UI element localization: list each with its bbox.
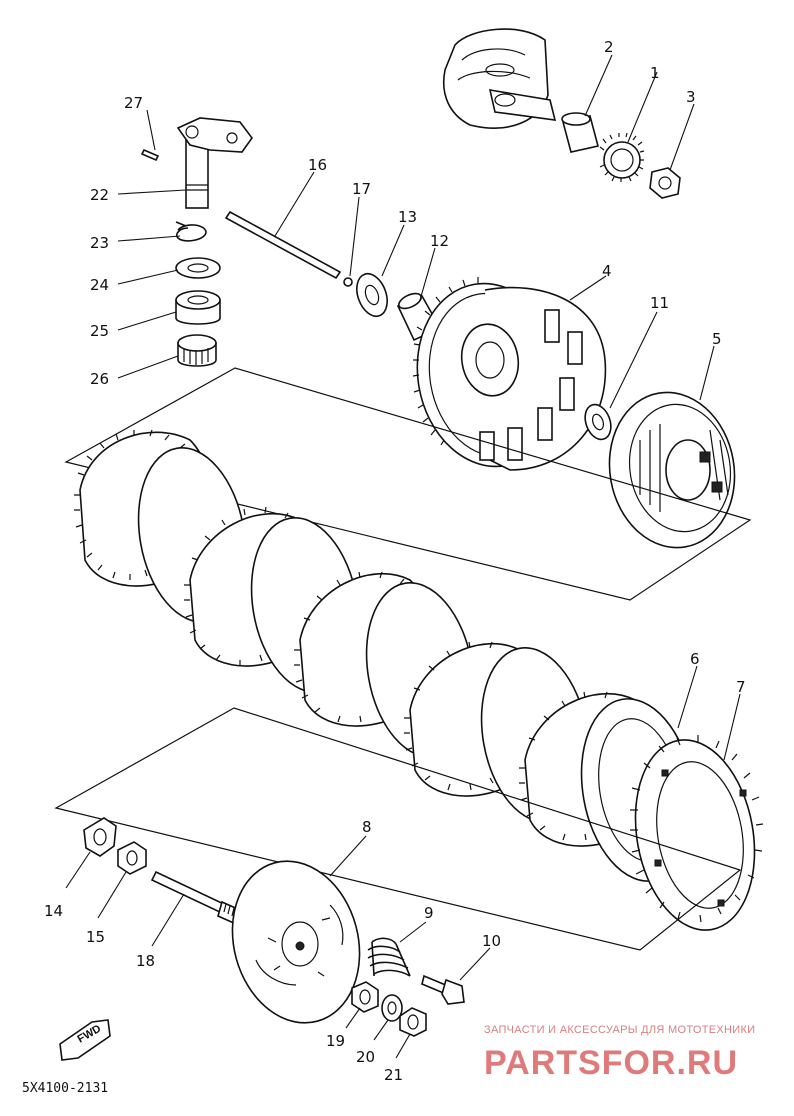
callout-10: 10 (482, 932, 501, 950)
watermark: ЗАПЧАСТИ И АКСЕССУАРЫ ДЛЯ МОТОТЕХНИКИ PA… (484, 1024, 755, 1082)
callout-1: 1 (650, 64, 660, 82)
callout-4: 4 (602, 262, 612, 280)
drawing-code: 5X4100-2131 (22, 1081, 108, 1096)
part-25-bearing (175, 290, 221, 325)
part-16-push-rod (224, 210, 342, 280)
callout-22: 22 (90, 186, 109, 204)
part-19-nut (351, 981, 379, 1013)
part-22-push-lever-shaft (176, 117, 253, 209)
callout-15: 15 (86, 928, 105, 946)
part-24-oil-seal (175, 257, 221, 279)
part-21-nut (399, 1007, 427, 1037)
callout-3: 3 (686, 88, 696, 106)
callout-24: 24 (90, 276, 109, 294)
part-5-clutch-boss (608, 391, 736, 549)
callout-5: 5 (712, 330, 722, 348)
leader-lines (65, 54, 741, 1059)
callout-14: 14 (44, 902, 63, 920)
callout-2: 2 (604, 38, 614, 56)
lower-box-outline (54, 707, 742, 951)
fwd-arrow-icon: FWD (59, 1019, 111, 1061)
callout-13: 13 (398, 208, 417, 226)
callout-6: 6 (690, 650, 700, 668)
callout-18: 18 (136, 952, 155, 970)
part-4-clutch-housing (412, 277, 607, 471)
part-14-lock-washer (83, 817, 117, 857)
callout-17: 17 (352, 180, 371, 198)
part-15-nut (117, 841, 147, 875)
callout-21: 21 (384, 1066, 403, 1084)
part-11-thrust-washer (584, 403, 612, 441)
part-3-nut (649, 167, 681, 199)
part-17-ball (343, 277, 353, 287)
part-1-small-gear (599, 132, 645, 182)
callout-20: 20 (356, 1048, 375, 1066)
part-13-thrust-washer (356, 272, 388, 318)
callout-7: 7 (736, 678, 746, 696)
part-27-pin (140, 148, 160, 162)
callout-16: 16 (308, 156, 327, 174)
callout-12: 12 (430, 232, 449, 250)
watermark-brand: PARTSFOR.RU (484, 1044, 738, 1082)
part-9-clutch-spring (367, 937, 411, 977)
part-23-spring (175, 221, 207, 242)
plate-stack-outline (64, 367, 752, 601)
watermark-tagline: ЗАПЧАСТИ И АКСЕССУАРЫ ДЛЯ МОТОТЕХНИКИ (484, 1024, 755, 1036)
part-10-spring-bolt (421, 974, 465, 1005)
callout-25: 25 (90, 322, 109, 340)
part-2-collar (561, 112, 599, 153)
callout-11: 11 (650, 294, 669, 312)
callout-23: 23 (90, 234, 109, 252)
primary-drive-gear-assembly (443, 28, 557, 129)
callout-26: 26 (90, 370, 109, 388)
callout-8: 8 (362, 818, 372, 836)
clutch-plates-stack (74, 429, 659, 847)
callout-27: 27 (124, 94, 143, 112)
part-8-pressure-plate (231, 860, 361, 1024)
callout-9: 9 (424, 904, 434, 922)
callout-19: 19 (326, 1032, 345, 1050)
part-20-washer (381, 994, 403, 1022)
part-26-needle-bearing (177, 334, 217, 367)
callout-numbers: 1 2 3 4 5 6 7 8 9 10 11 12 13 14 15 16 1… (44, 38, 746, 1084)
part-18-long-bolt (150, 870, 241, 926)
